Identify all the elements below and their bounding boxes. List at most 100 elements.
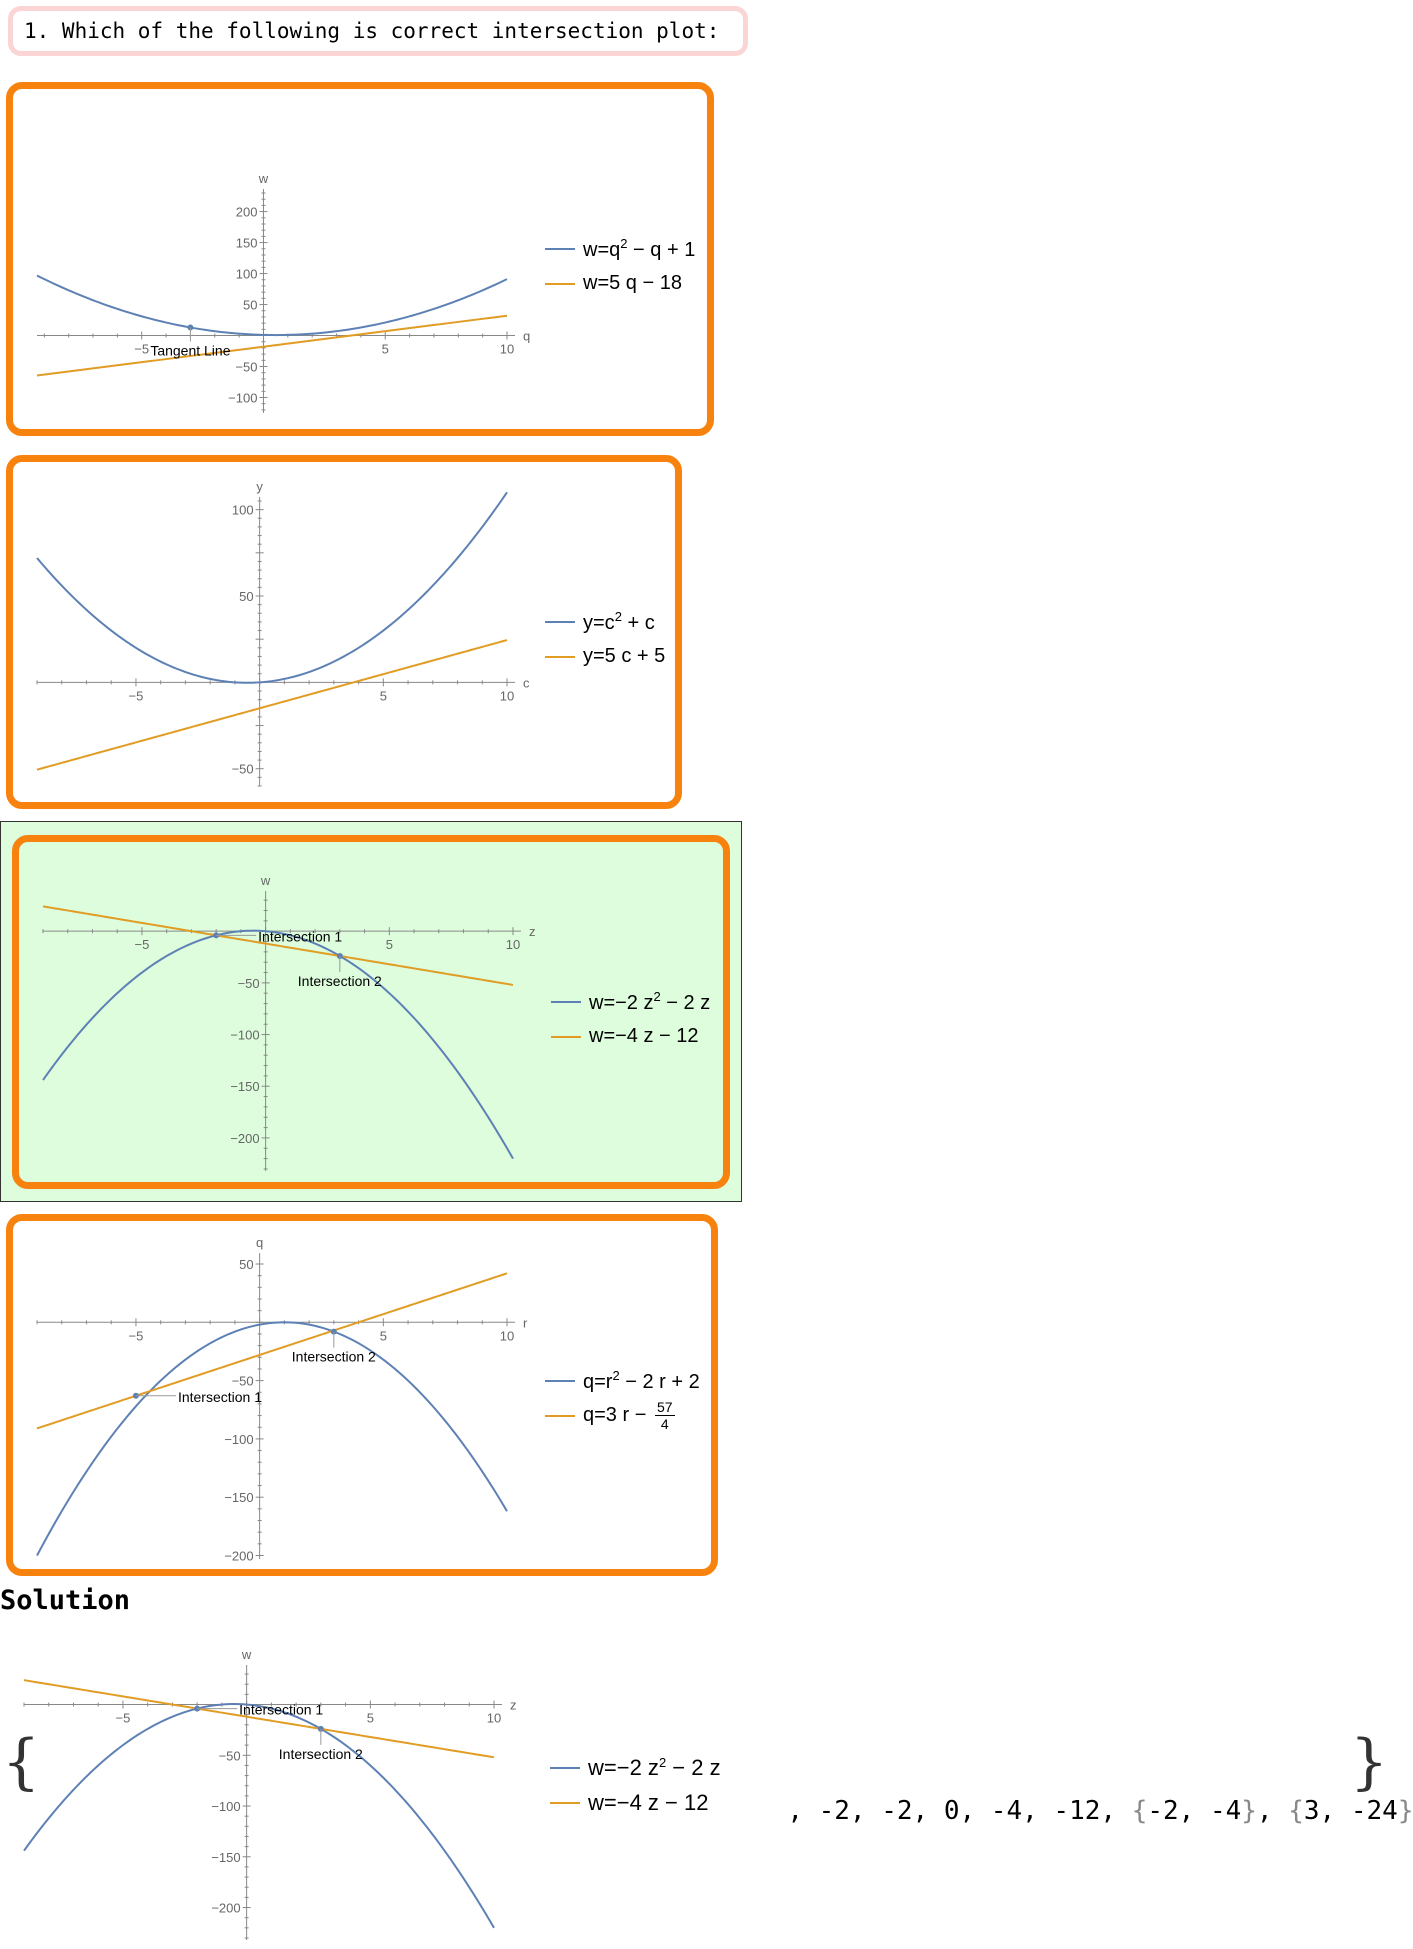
legend-swatch bbox=[545, 282, 575, 285]
annotation-label: Intersection 1 bbox=[258, 928, 342, 944]
option-1-legend: w=q2 − q + 1 w=5 q − 18 bbox=[545, 231, 695, 301]
y-axis-label: w bbox=[258, 171, 269, 186]
series-curve bbox=[23, 1703, 495, 1929]
legend-entry: w=−4 z − 12 bbox=[550, 1785, 721, 1820]
legend-swatch bbox=[545, 247, 575, 250]
annotation-label: Intersection 2 bbox=[298, 973, 382, 989]
y-axis-label: w bbox=[241, 1647, 252, 1662]
series-line bbox=[36, 314, 508, 377]
x-tick-label: 5 bbox=[380, 1328, 387, 1343]
y-tick-label: −50 bbox=[232, 762, 254, 777]
legend-swatch bbox=[551, 1035, 581, 1038]
legend-label: w=−4 z − 12 bbox=[589, 1025, 699, 1047]
legend-label: w=−4 z − 12 bbox=[588, 1789, 709, 1815]
y-tick-label: −150 bbox=[211, 1850, 240, 1865]
option-2-legend: y=c2 + c y=5 c + 5 bbox=[545, 604, 665, 674]
y-tick-label: −200 bbox=[224, 1549, 253, 1564]
x-tick-label: −5 bbox=[116, 1711, 131, 1726]
pair2-open: { bbox=[1288, 1796, 1304, 1826]
option-2[interactable]: −5 5 10 −50 50 100 c y y=c2 + c y=5 c + 5 bbox=[6, 455, 682, 809]
pair-separator: , bbox=[1256, 1796, 1289, 1826]
series-curve bbox=[42, 929, 514, 1160]
legend-label: w=5 q − 18 bbox=[583, 272, 682, 294]
legend-swatch bbox=[550, 1801, 580, 1804]
pair2-body: 3, -24 bbox=[1303, 1796, 1398, 1826]
legend-entry: w=−2 z2 − 2 z bbox=[550, 1750, 721, 1785]
question-prompt: 1. Which of the following is correct int… bbox=[8, 6, 748, 56]
x-axis-label: q bbox=[523, 329, 530, 344]
legend-swatch bbox=[550, 1766, 580, 1769]
y-tick-label: −50 bbox=[235, 360, 257, 375]
legend-swatch bbox=[545, 655, 575, 658]
annotation-label: Intersection 1 bbox=[239, 1702, 323, 1718]
legend-label: y=5 c + 5 bbox=[583, 645, 666, 667]
y-tick-label: 100 bbox=[236, 267, 258, 282]
option-3-legend: w=−2 z2 − 2 z w=−4 z − 12 bbox=[551, 984, 710, 1054]
annotation-label: Intersection 2 bbox=[279, 1746, 363, 1762]
x-tick-label: 5 bbox=[380, 688, 387, 703]
pair2-close: } bbox=[1397, 1796, 1413, 1826]
x-tick-label: 10 bbox=[500, 1328, 514, 1343]
legend-entry: w=5 q − 18 bbox=[545, 266, 695, 301]
y-tick-label: 100 bbox=[232, 503, 254, 518]
legend-label: w=q2 − q + 1 bbox=[583, 235, 696, 261]
solution-values: , -2, -2, 0, -4, -12, {-2, -4}, {3, -24} bbox=[756, 1766, 1413, 1826]
y-tick-label: −200 bbox=[211, 1901, 240, 1916]
y-tick-label: −100 bbox=[224, 1432, 253, 1447]
legend-swatch bbox=[545, 1379, 575, 1382]
x-axis-label: z bbox=[510, 1698, 517, 1713]
y-tick-label: −200 bbox=[230, 1131, 259, 1146]
x-axis-label: c bbox=[523, 675, 530, 690]
y-axis-label: w bbox=[260, 873, 271, 888]
legend-entry: q=r2 − 2 r + 2 bbox=[545, 1363, 700, 1398]
y-axis-label: y bbox=[256, 479, 263, 494]
y-tick-label: 50 bbox=[239, 589, 253, 604]
x-tick-label: −5 bbox=[135, 937, 150, 952]
solution-values-list: , -2, -2, 0, -4, -12, bbox=[787, 1796, 1132, 1826]
solution-heading: Solution bbox=[0, 1585, 131, 1616]
series-line bbox=[42, 905, 514, 986]
y-tick-label: −50 bbox=[232, 1374, 254, 1389]
legend-label: w=−2 z2 − 2 z bbox=[588, 1754, 721, 1780]
y-tick-label: −100 bbox=[211, 1799, 240, 1814]
y-tick-label: −50 bbox=[238, 976, 260, 991]
x-axis-label: z bbox=[529, 924, 536, 939]
x-tick-label: −5 bbox=[129, 688, 144, 703]
open-brace: { bbox=[2, 1727, 41, 1797]
x-tick-label: 10 bbox=[500, 688, 514, 703]
solution-legend: w=−2 z2 − 2 z w=−4 z − 12 bbox=[550, 1750, 721, 1820]
legend-label: y=c2 + c bbox=[583, 608, 655, 634]
x-tick-label: 10 bbox=[500, 342, 514, 357]
series-curve bbox=[36, 1321, 508, 1556]
option-2-plot: −5 5 10 −50 50 100 c y bbox=[36, 479, 530, 787]
x-tick-label: 5 bbox=[367, 1711, 374, 1726]
pair1-close: } bbox=[1241, 1796, 1257, 1826]
y-tick-label: −100 bbox=[228, 391, 257, 406]
legend-entry: w=q2 − q + 1 bbox=[545, 231, 695, 266]
intersection-point bbox=[132, 1392, 139, 1399]
y-tick-label: −100 bbox=[230, 1028, 259, 1043]
x-tick-label: 5 bbox=[382, 342, 389, 357]
legend-entry: w=−2 z2 − 2 z bbox=[551, 984, 710, 1019]
legend-entry: y=c2 + c bbox=[545, 604, 665, 639]
annotation-label: Intersection 1 bbox=[178, 1389, 262, 1405]
x-tick-label: −5 bbox=[134, 342, 149, 357]
series-line bbox=[36, 639, 508, 771]
x-axis-label: r bbox=[523, 1315, 528, 1330]
pair1-body: -2, -4 bbox=[1147, 1796, 1242, 1826]
annotation-label: Tangent Line bbox=[150, 342, 230, 358]
y-tick-label: 200 bbox=[236, 205, 258, 220]
y-tick-label: 50 bbox=[239, 1257, 253, 1272]
series-line bbox=[23, 1679, 495, 1759]
x-tick-label: 10 bbox=[487, 1711, 501, 1726]
